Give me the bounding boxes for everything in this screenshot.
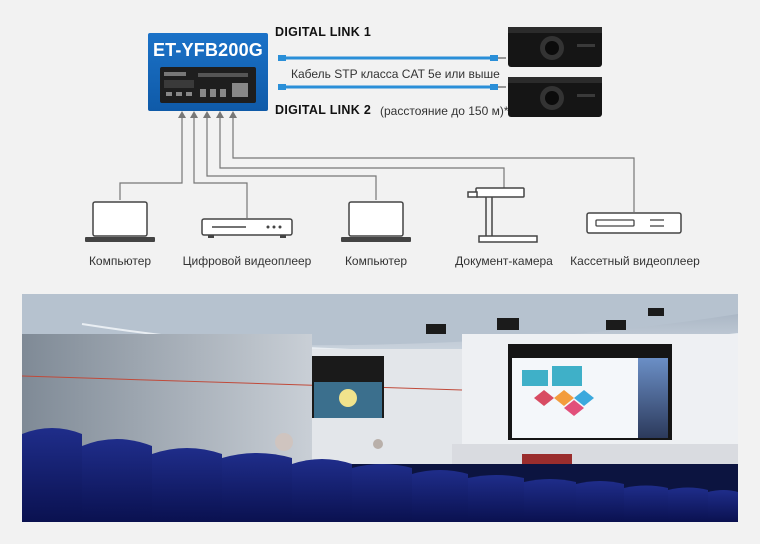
vcr-icon	[586, 212, 682, 234]
distance-label: (расстояние до 150 м)*	[380, 104, 509, 118]
stp-cable-2	[278, 84, 506, 90]
digital-link-2-label: DIGITAL LINK 2	[275, 103, 372, 117]
source-label-computer-1: Компьютер	[88, 254, 152, 268]
projector-icon	[508, 77, 602, 117]
stp-cable-1	[278, 55, 506, 61]
cable-label: Кабель STP класса CAT 5e или выше	[291, 67, 500, 81]
source-label-dvd-player: Цифровой видеоплеер	[182, 254, 312, 268]
switcher-unit-icon	[160, 67, 256, 103]
projector-icon	[508, 27, 602, 67]
input-lines	[119, 115, 635, 218]
connection-diagram	[85, 27, 682, 243]
document-camera-icon	[467, 187, 538, 243]
laptop-icon	[85, 201, 155, 242]
digital-link-1-label: DIGITAL LINK 1	[275, 25, 372, 39]
auditorium-photo	[22, 294, 738, 522]
digital-link-switcher: ET-YFB200G	[148, 33, 268, 111]
device-name: ET-YFB200G	[152, 40, 264, 60]
source-label-computer-2: Компьютер	[344, 254, 408, 268]
dvd-player-icon	[201, 218, 293, 238]
source-label-document-camera: Документ-камера	[455, 254, 553, 268]
source-label-vcr: Кассетный видеоплеер	[570, 254, 700, 268]
laptop-icon	[341, 201, 411, 242]
